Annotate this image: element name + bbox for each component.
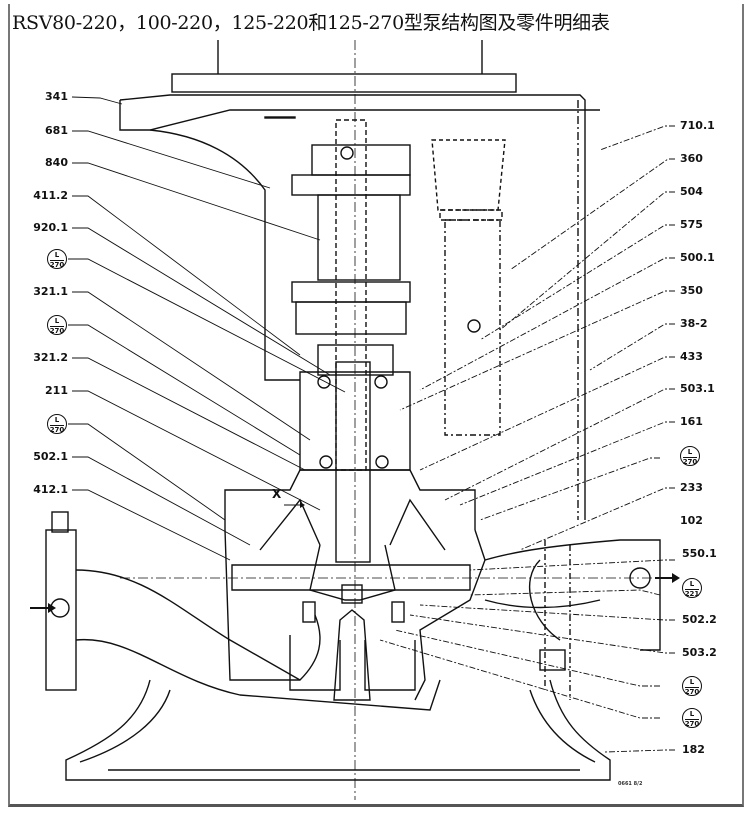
part-label-920-1: 920.1 [33, 221, 68, 234]
coupling-flange-upper [291, 174, 411, 196]
symbol-top: L [689, 710, 695, 718]
symbol-divider [683, 457, 697, 458]
part-label-840: 840 [45, 156, 68, 169]
part-label-233: 233 [680, 481, 703, 494]
drawing-number: 0661 8/2 [618, 781, 643, 787]
part-label-102: 102 [680, 514, 703, 527]
part-label-38-2: 38-2 [680, 317, 708, 330]
symbol-top: L [689, 678, 695, 686]
bearing-upper-right [374, 375, 388, 389]
symbol-divider [50, 326, 64, 327]
symbol-divider [685, 687, 699, 688]
part-label-550-1: 550.1 [682, 547, 717, 560]
wear-ring-502-1 [302, 601, 316, 623]
part-label-503-2: 503.2 [682, 646, 717, 659]
thread-sealant-symbol: L 270 [682, 708, 702, 728]
part-label-412-1: 412.1 [33, 483, 68, 496]
thread-sealant-symbol: L 270 [47, 414, 67, 434]
motor-flange-plate [171, 73, 517, 93]
bearing-lower-left [319, 455, 333, 469]
part-label-360: 360 [680, 152, 703, 165]
symbol-top: L [54, 251, 60, 259]
symbol-divider [685, 589, 699, 590]
symbol-divider [50, 425, 64, 426]
impeller-nut-920 [341, 584, 363, 604]
thread-sealant-symbol: L 270 [682, 676, 702, 696]
part-label-502-1: 502.1 [33, 450, 68, 463]
part-label-341: 341 [45, 90, 68, 103]
drain-plug-903 [539, 649, 566, 671]
part-label-681: 681 [45, 124, 68, 137]
part-label-575: 575 [680, 218, 703, 231]
bearing-upper-left [317, 375, 331, 389]
part-label-182: 182 [682, 743, 705, 756]
shaft-hidden [335, 119, 367, 471]
part-label-411-2: 411.2 [33, 189, 68, 202]
symbol-bottom: 270 [49, 261, 65, 269]
coupling-hub-upper [311, 144, 411, 176]
part-label-500-1: 500.1 [680, 251, 715, 264]
symbol-top: L [687, 448, 693, 456]
symbol-bottom: 270 [684, 688, 700, 696]
impeller-230 [231, 564, 471, 591]
bearing-cap [317, 344, 394, 376]
pump-shaft-211 [335, 361, 371, 563]
view-marker-x: X [272, 487, 282, 501]
symbol-top: L [54, 416, 60, 424]
symbol-bottom: 270 [49, 327, 65, 335]
coupling-flange-lower [291, 281, 411, 303]
thread-sealant-symbol: L 270 [47, 249, 67, 269]
symbol-bottom: 270 [682, 458, 698, 466]
symbol-top: L [54, 317, 60, 325]
inlet-arrow-icon [48, 603, 56, 613]
thread-sealant-symbol: L 270 [47, 315, 67, 335]
outlet-flange [484, 539, 661, 651]
part-label-503-1: 503.1 [680, 382, 715, 395]
part-label-502-2: 502.2 [682, 613, 717, 626]
symbol-bottom: 270 [49, 426, 65, 434]
part-label-433: 433 [680, 350, 703, 363]
inlet-flange [45, 529, 77, 691]
symbol-divider [50, 260, 64, 261]
casing-cover-161 [224, 469, 476, 530]
leader-lines-right [379, 125, 675, 753]
part-label-710-1: 710.1 [680, 119, 715, 132]
wear-ring-502-2 [391, 601, 405, 623]
part-label-321-2: 321.2 [33, 351, 68, 364]
part-label-161: 161 [680, 415, 703, 428]
outlet-arrow-icon [672, 573, 680, 583]
symbol-divider [685, 719, 699, 720]
part-label-350: 350 [680, 284, 703, 297]
part-label-321-1: 321.1 [33, 285, 68, 298]
bearing-lower-right [375, 455, 389, 469]
coupling-hub-lower [295, 301, 407, 335]
symbol-bottom: 221 [684, 590, 700, 598]
page-title: RSV80-220，100-220，125-220和125-270型泵结构图及零… [12, 12, 610, 34]
lantern-bracket-341 [119, 94, 586, 520]
symbol-bottom: 270 [684, 720, 700, 728]
volute-casing-102 [224, 529, 321, 681]
drawing-frame [8, 4, 744, 807]
thread-sealant-symbol: L 270 [680, 446, 700, 466]
symbol-top: L [689, 580, 695, 588]
suction-nozzle-cone [333, 609, 371, 701]
part-label-504: 504 [680, 185, 703, 198]
thread-sealant-symbol: L 221 [682, 578, 702, 598]
leader-lines-left [68, 96, 346, 561]
part-label-211: 211 [45, 384, 68, 397]
base-stand-182 [65, 679, 611, 781]
